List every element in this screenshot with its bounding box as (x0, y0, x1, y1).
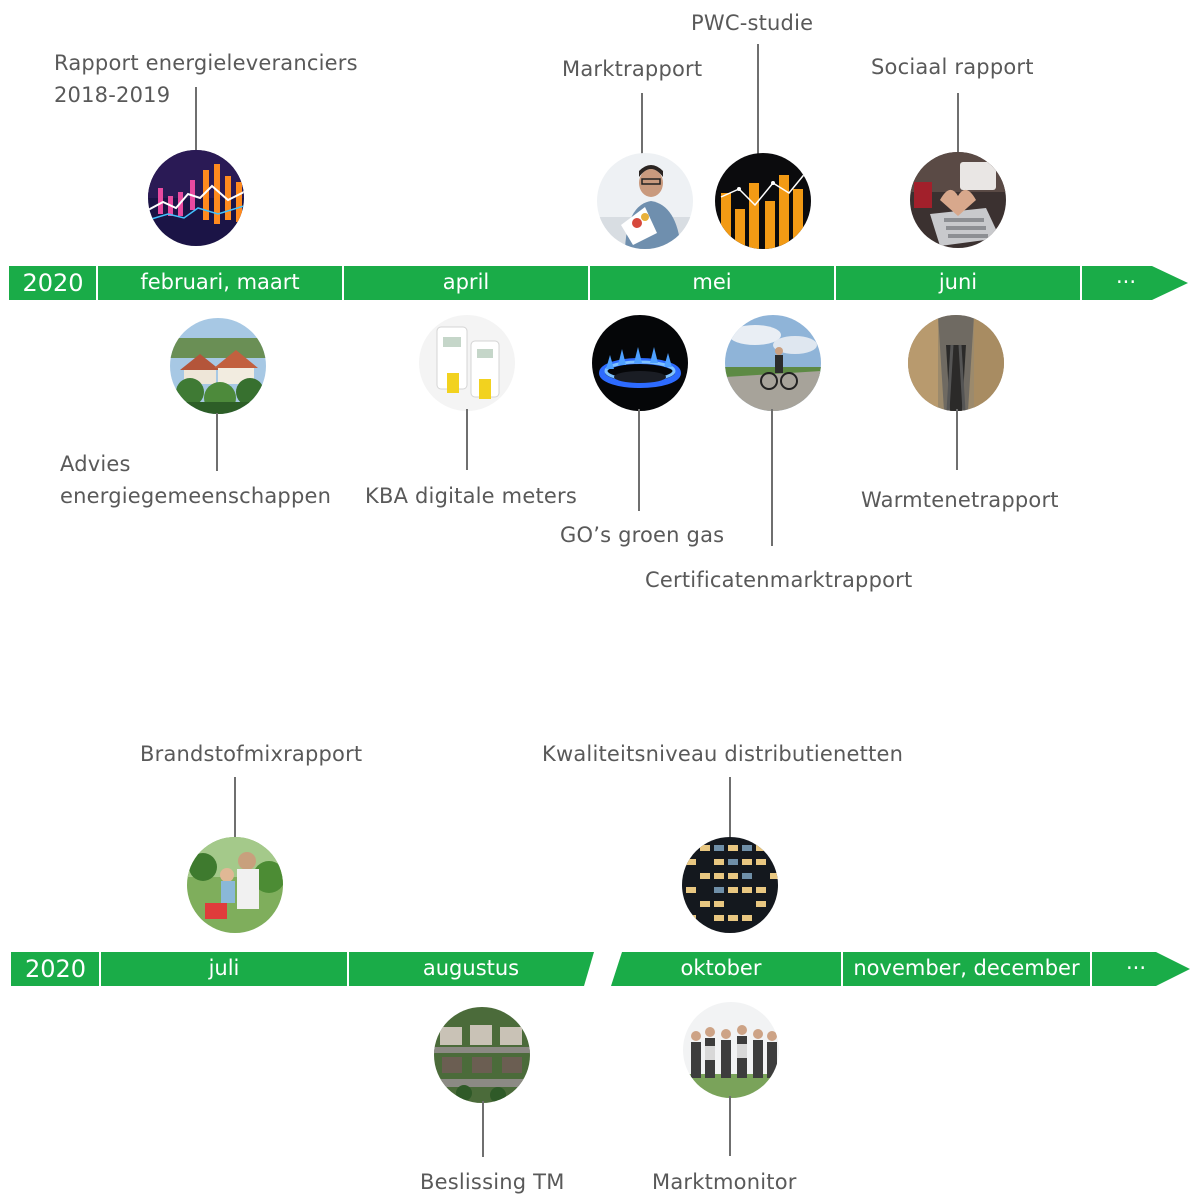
gas-flame-photo (592, 315, 688, 411)
month-februari-maart: februari, maart (140, 270, 300, 294)
connector-line (757, 44, 759, 154)
timeline-2-continuation: ··· (1125, 956, 1147, 980)
month-november-december: november, december (853, 956, 1080, 980)
connector-line (195, 87, 197, 151)
label-advies: Advies (60, 452, 131, 476)
label-energiegemeenschappen: energiegemeenschappen (60, 484, 332, 508)
label-rapport-energieleveranciers: Rapport energieleveranciers (54, 51, 358, 75)
aerial-houses-photo (434, 1007, 530, 1103)
family-greenhouse-photo (187, 837, 283, 933)
label-sociaal-rapport: Sociaal rapport (871, 55, 1034, 79)
connector-line (466, 409, 468, 470)
hands-heart-laptop-photo (910, 152, 1006, 248)
label-rapport-energieleveranciers-year: 2018-2019 (54, 83, 171, 107)
label-marktrapport: Marktrapport (562, 57, 703, 81)
village-rooftops-photo (170, 318, 266, 414)
connector-line (729, 1096, 731, 1156)
label-kwaliteitsniveau-distributienetten: Kwaliteitsniveau distributienetten (542, 742, 904, 766)
month-april: april (442, 270, 490, 294)
bar-graph-photo (715, 153, 811, 249)
timeline-1-continuation: ··· (1115, 270, 1137, 294)
connector-line (729, 777, 731, 838)
label-beslissing-tm: Beslissing TM (420, 1170, 565, 1194)
connector-line (771, 409, 773, 546)
label-certificatenmarktrapport: Certificatenmarktrapport (645, 568, 913, 592)
label-marktmonitor: Marktmonitor (652, 1170, 797, 1194)
digital-meters-photo (419, 315, 515, 411)
month-mei: mei (692, 270, 732, 294)
heat-network-pipes-photo (908, 315, 1004, 411)
timeline-2-year: 2020 (24, 955, 87, 983)
connector-line (638, 409, 640, 511)
connector-line (957, 93, 959, 153)
month-juni: juni (938, 270, 978, 294)
timeline-1-year: 2020 (22, 269, 84, 297)
label-warmtenetrapport: Warmtenetrapport (861, 488, 1059, 512)
label-kba-digitale-meters: KBA digitale meters (365, 484, 577, 508)
label-brandstofmixrapport: Brandstofmixrapport (140, 742, 363, 766)
cyclist-photo (725, 315, 821, 411)
connector-line (216, 413, 218, 471)
month-augustus: augustus (422, 956, 520, 980)
label-gos-groen-gas: GO’s groen gas (560, 523, 725, 547)
connector-line (641, 93, 643, 154)
label-pwc-studie: PWC-studie (691, 11, 814, 35)
man-reading-report-photo (597, 153, 693, 249)
connector-line (234, 777, 236, 838)
month-oktober: oktober (680, 956, 762, 980)
connector-line (482, 1101, 484, 1157)
office-windows-night-photo (682, 837, 778, 933)
stock-chart-photo (148, 150, 244, 246)
connector-line (956, 409, 958, 470)
month-juli: juli (208, 956, 240, 980)
group-of-people-photo (683, 1002, 779, 1098)
